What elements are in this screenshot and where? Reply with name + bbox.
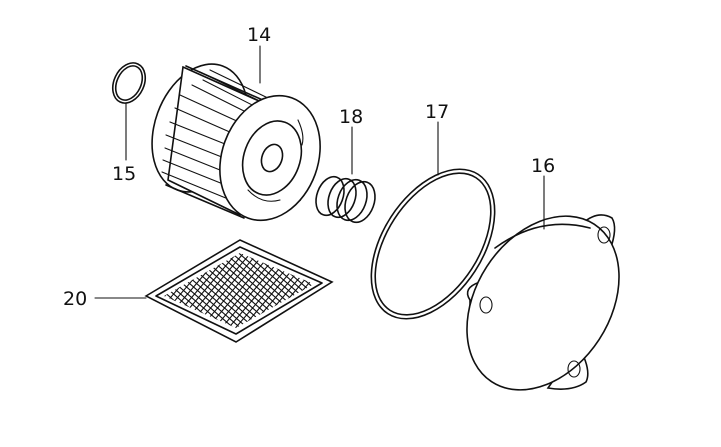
part-16-filter-cover [466, 214, 620, 391]
label-20: 20 [63, 288, 87, 310]
part-15-o-ring [111, 62, 147, 104]
label-17: 17 [425, 101, 449, 123]
label-15: 15 [112, 163, 136, 185]
part-17-o-ring [370, 168, 496, 320]
part-20-strainer-screen [144, 239, 334, 343]
part-14-oil-filter [151, 63, 321, 222]
label-14: 14 [247, 24, 271, 46]
part-18-spring [315, 175, 376, 224]
label-18: 18 [339, 106, 363, 128]
mesh-grid [164, 253, 314, 328]
label-16: 16 [531, 155, 555, 177]
